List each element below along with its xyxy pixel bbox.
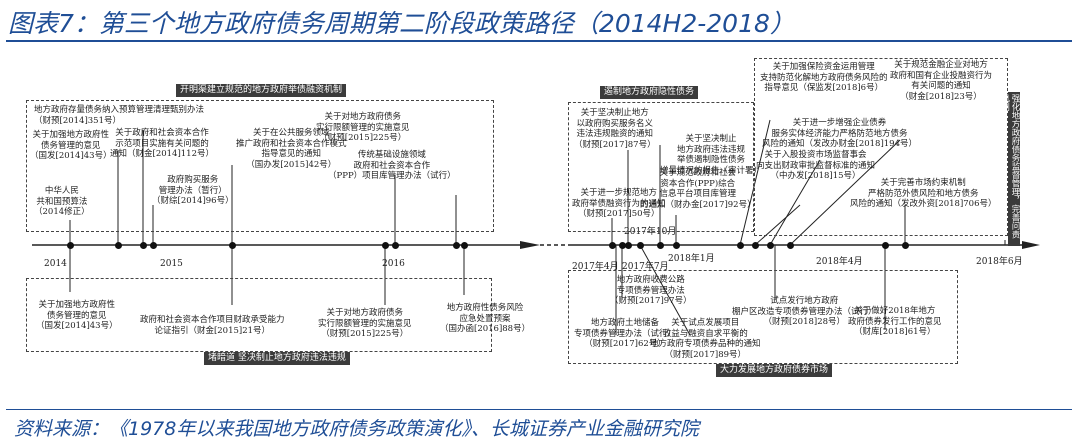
timeline-marker: [624, 241, 632, 249]
right-side-header: 强化地方政府债务监督管理，完善问责机制: [1000, 92, 1020, 246]
event-text: 地方政府存量债务纳入预算管理清理甄别办法 （财预[2014]351号）: [34, 105, 205, 126]
event-text: 中华人民 共和国预算法 （2014修正）: [34, 186, 90, 217]
event-text: 关于加强保险资金运用管理 支持防范化解地方政府债务风险的 指导意见（保监发[20…: [760, 62, 888, 93]
year-label: 2017年4月: [572, 262, 619, 272]
year-label: 2017年7月: [622, 262, 669, 272]
event-text: 关于对地方政府债务 实行限额管理的实施意见 （财预[2015]225号）: [316, 112, 410, 143]
event-text: 关于规范政府和社会 资本合作(PPP)综合 信息平台项目库管理 的通知（财办金[…: [640, 168, 756, 210]
timeline-marker: [228, 241, 236, 249]
timeline-marker: [656, 241, 664, 249]
timeline-marker: [618, 241, 626, 249]
event-text: 关于坚决制止地方 以政府购买服务名义 违法违规融资的通知 （财预[2017]87…: [574, 108, 656, 150]
event-text: 关于进一步增强企业债券 服务实体经济能力严格防范地方债务 风险的通知（发改办财金…: [762, 118, 917, 149]
year-label: 2016: [382, 259, 405, 269]
year-label: 2018年1月: [668, 254, 715, 264]
year-label: 2018年6月: [976, 257, 1023, 267]
event-text: 地方政府收费公路 专项债券管理办法 （财预[2017]97号）: [610, 275, 692, 306]
year-label: 2015: [160, 259, 183, 269]
timeline-marker: [460, 241, 468, 249]
timeline-marker: [452, 241, 460, 249]
event-text: 关于加强地方政府性 债务管理的意见 （国发[2014]43号）: [30, 130, 112, 161]
timeline-marker: [381, 241, 389, 249]
figure-title: 图表7：第三个地方政府债务周期第二阶段政策路径（2014H2-2018）: [8, 9, 795, 38]
left-top-group: [26, 100, 494, 232]
right-top-group: [568, 102, 754, 232]
event-text: 政府和社会资本合作项目财政承受能力 论证指引（财金[2015]21号）: [140, 315, 285, 336]
timeline-marker: [139, 241, 147, 249]
event-text: 关于对地方政府债务 实行限额管理的实施意见 （财预[2015]225号）: [318, 308, 412, 339]
left-bottom-group: [26, 278, 492, 352]
event-text: 地方政府性债务风险 应急处置预案 （国办函[2016]88号）: [440, 303, 531, 334]
timeline-marker: [66, 241, 74, 249]
event-text: 传统基础设施领域 政府和社会资本合作 （PPP）项目库管理办法（试行）: [328, 150, 456, 181]
timeline-marker: [149, 241, 157, 249]
timeline-marker: [901, 241, 909, 249]
right-top-group-2: [754, 58, 1008, 236]
event-text: 关于做好2018年地方 政府债券发行工作的意见 （财库[2018]61号）: [848, 306, 942, 337]
left-top-header: 开明渠建立规范的地方政府举债融资机制: [176, 84, 347, 97]
footer-rule: [6, 409, 1072, 410]
year-label: 2014: [44, 259, 67, 269]
event-text: 关于试点发展项目 收益与融资自求平衡的 地方政府专项债券品种的通知 （财预[20…: [650, 318, 761, 360]
left-bottom-header: 堵暗道 坚决制止地方政府违法违规: [204, 352, 350, 365]
timeline-marker: [636, 241, 644, 249]
timeline-marker: [391, 241, 399, 249]
event-text: 地方政府土地储备 专项债券管理办法（试行） （财预[2017]62号）: [574, 318, 677, 349]
timeline-marker: [608, 241, 616, 249]
timeline-marker: [672, 241, 680, 249]
timeline-marker: [114, 241, 122, 249]
timeline-marker: [751, 241, 759, 249]
event-text: 关于完善市场约束机制 严格防范外债风险和地方债务 风险的通知（发改外资[2018…: [850, 178, 997, 209]
timeline-marker: [881, 241, 889, 249]
event-text: 关于入股投资市场监督事会 向支出财政审批监督标准的通知 （中办发[2018]15…: [756, 150, 876, 181]
event-text: 关于进一步规范地方 政府举债融资行为的通知 （财预[2017]50号）: [572, 188, 666, 219]
right-bottom-header: 大力发展地方政府债券市场: [716, 364, 833, 377]
right-top-header: 遏制地方政府隐性债务: [600, 86, 699, 99]
event-text: 政府购买服务 管理办法（暂行） （财综[2014]96号）: [152, 175, 234, 206]
source-note: 资料来源：《1978年以来我国地方政府债务政策演化》、长城证券产业金融研究院: [14, 418, 699, 440]
right-bottom-group: [568, 270, 958, 364]
timeline-marker: [736, 241, 744, 249]
timeline-marker: [766, 241, 774, 249]
year-label: 2018年4月: [816, 257, 863, 267]
event-text: 关于政府和社会资本合作 示范项目实施有关问题的 通知（财金[2014]112号）: [110, 128, 214, 159]
event-text: 关于坚决制止 地方政府违法违规 举债遏制隐性债务 增量情况的报告（审计署）: [660, 134, 763, 176]
event-text: 关于加强地方政府性 债务管理的意见 （国发[2014]43号）: [36, 300, 118, 331]
event-text: 试点发行地方政府 棚户区改造专项债券管理办法（试行） （财预[2018]28号）: [732, 296, 877, 327]
event-text: 关于规范金融企业对地方 政府和国有企业投融资行为 有关问题的通知 （财金[201…: [890, 60, 993, 102]
event-text: 关于在公共服务领域 推广政府和社会资本合作模式 指导意见的通知 （国办发[201…: [236, 128, 347, 170]
timeline-marker: [786, 241, 794, 249]
title-rule: [6, 40, 1072, 42]
year-label: 2017年10月: [624, 227, 677, 237]
